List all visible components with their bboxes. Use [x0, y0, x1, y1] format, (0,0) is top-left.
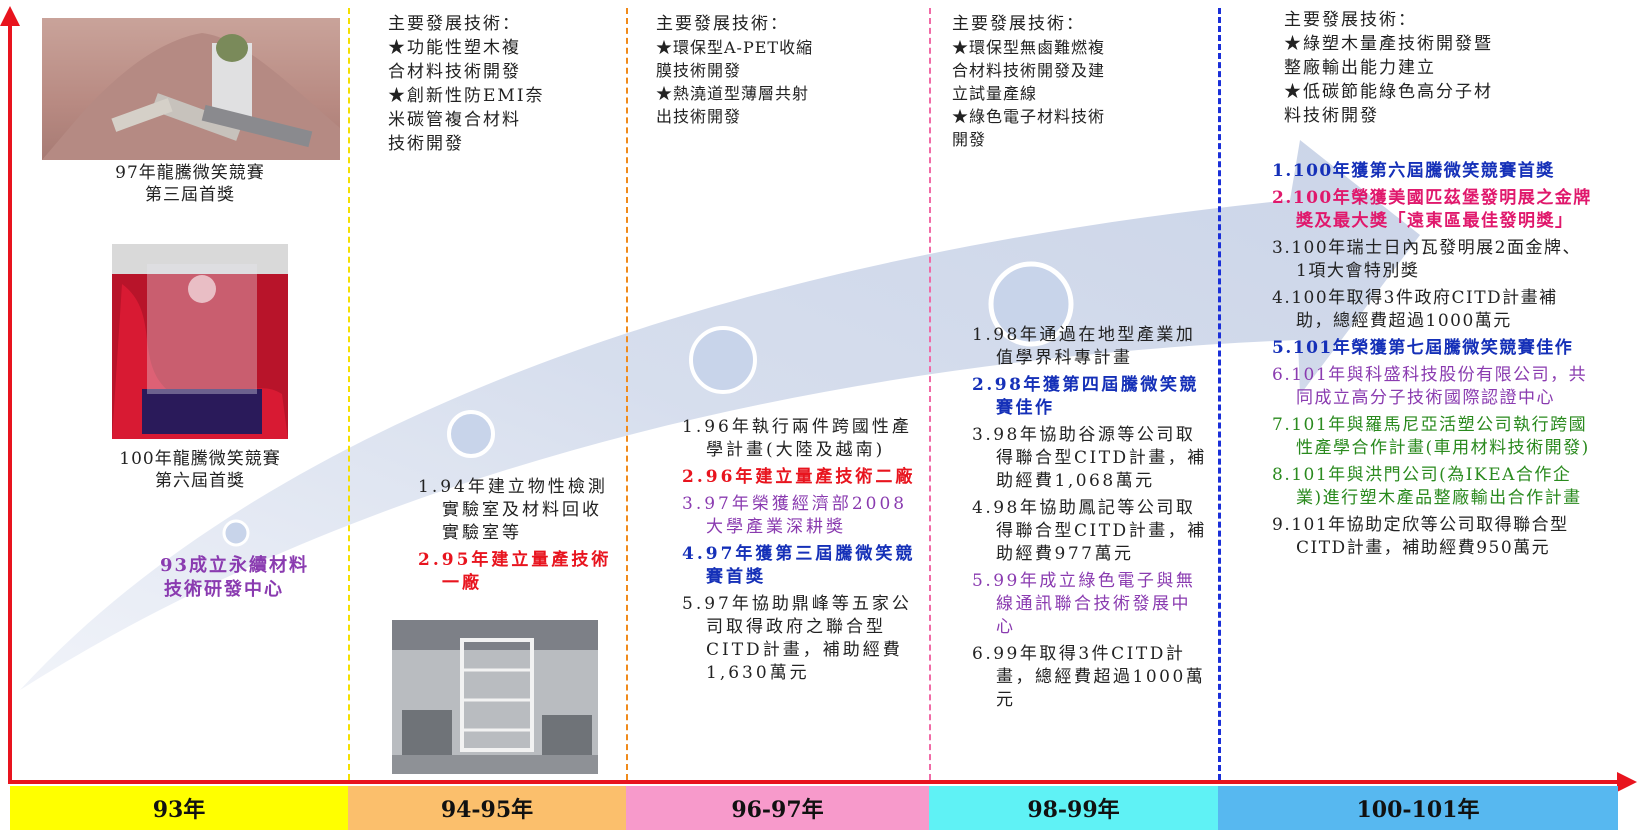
event-item: 2.98年獲第四屆騰微笑競賽佳作: [972, 375, 1199, 418]
arrow-body: [20, 140, 1420, 690]
event-item: 6.101年與科盛科技股份有限公司，共同成立高分子技術國際認證中心: [1272, 365, 1588, 408]
milestone-circle: [447, 410, 495, 458]
tech-line: 膜技術開發: [656, 61, 742, 80]
x-axis-arrowhead: [1617, 772, 1637, 792]
event-93: 93成立永續材料 技術研發中心: [160, 554, 309, 602]
event-item: 2.100年榮獲美國匹茲堡發明展之金牌獎及最大獎「遠東區最佳發明獎」: [1272, 188, 1592, 231]
y-axis-arrowhead: [0, 6, 20, 26]
event-line: 技術研發中心: [164, 579, 284, 600]
y-axis: [8, 22, 12, 782]
period-label: 93年: [152, 797, 206, 823]
tech-line: 合材料技術開發: [388, 62, 521, 82]
event-item: 3.100年瑞士日內瓦發明展2面金牌、1項大會特別獎: [1272, 238, 1581, 281]
period-label: 96-97年: [731, 797, 824, 823]
event-item: 6.99年取得3件CITD計畫，總經費超過1000萬元: [972, 644, 1206, 710]
divider-99-100: [1218, 8, 1221, 780]
event-item: 3.98年協助谷源等公司取得聯合型CITD計畫，補助經費1,068萬元: [972, 425, 1207, 491]
divider-93-94: [348, 8, 350, 780]
tech-line: ★低碳節能綠色高分子材: [1284, 82, 1493, 102]
tech-line: ★環保型A-PET收縮: [656, 38, 814, 57]
event-item: 1.98年通過在地型產業加值學界科專計畫: [972, 325, 1196, 368]
milestone-circle: [222, 519, 250, 547]
tech-title: 主要發展技術：: [952, 14, 1085, 34]
award-photo-100: [112, 244, 288, 439]
event-item: 4.98年協助鳳記等公司取得聯合型CITD計畫，補助經費977萬元: [972, 498, 1207, 564]
tech-line: ★熱澆道型薄層共射: [656, 84, 810, 103]
x-axis: [8, 780, 1620, 784]
award-caption-100: 100年龍騰微笑競賽 第六屆首獎: [80, 448, 320, 492]
events-100-101: 1.100年獲第六屆騰微笑競賽首獎 2.100年榮獲美國匹茲堡發明展之金牌獎及最…: [1272, 160, 1592, 564]
tech-title: 主要發展技術：: [388, 14, 521, 34]
milestone-circle: [689, 326, 757, 394]
divider-95-96: [626, 8, 628, 780]
events-94-95: 1.94年建立物性檢測實驗室及材料回收實驗室等 2.95年建立量產技術一廠: [418, 476, 616, 599]
caption-line: 97年龍騰微笑競賽: [115, 163, 265, 183]
event-item: 5.99年成立綠色電子與無線通訊聯合技術發展中心: [972, 571, 1196, 637]
award-photo-97: [42, 18, 340, 160]
tech-line: ★環保型無鹵難燃複: [952, 38, 1106, 57]
tech-block-98-99: 主要發展技術： ★環保型無鹵難燃複 合材料技術開發及建 立試量產線 ★綠色電子材…: [952, 12, 1214, 151]
tech-line: 技術開發: [388, 134, 464, 154]
event-item: 8.101年與洪門公司(為IKEA合作企業)進行塑木產品整廠輸出合作計畫: [1272, 465, 1582, 508]
event-item: 5.97年協助鼎峰等五家公司取得政府之聯合型CITD計畫，補助經費1,630萬元: [682, 594, 912, 683]
event-item: 3.97年榮獲經濟部2008大學產業深耕獎: [682, 494, 908, 537]
events-96-97: 1.96年執行兩件跨國性產學計畫(大陸及越南) 2.96年建立量產技術二廠 3.…: [682, 416, 924, 689]
event-item: 1.100年獲第六屆騰微笑競賽首獎: [1272, 161, 1555, 181]
tech-block-96-97: 主要發展技術： ★環保型A-PET收縮 膜技術開發 ★熱澆道型薄層共射 出技術開…: [656, 12, 926, 128]
tech-line: 合材料技術開發及建: [952, 61, 1106, 80]
tech-block-94-95: 主要發展技術： ★功能性塑木複 合材料技術開發 ★創新性防EMI奈 米碳管複合材…: [388, 12, 618, 156]
tech-line: ★綠塑木量產技術開發暨: [1284, 34, 1493, 54]
period-98-99: 98-99年: [929, 786, 1218, 830]
award-caption-97: 97年龍騰微笑競賽 第三屆首獎: [60, 162, 320, 206]
caption-line: 第三屆首獎: [145, 185, 235, 205]
event-item: 1.96年執行兩件跨國性產學計畫(大陸及越南): [682, 417, 912, 460]
event-line: 93成立永續材料: [160, 555, 310, 576]
tech-title: 主要發展技術：: [1284, 10, 1417, 30]
caption-line: 第六屆首獎: [155, 471, 245, 491]
tech-line: 出技術開發: [656, 107, 742, 126]
tech-line: ★功能性塑木複: [388, 38, 521, 58]
event-item: 4.97年獲第三屆騰微笑競賽首獎: [682, 544, 916, 587]
tech-line: ★創新性防EMI奈: [388, 86, 545, 106]
tech-line: 米碳管複合材料: [388, 110, 521, 130]
tech-line: 開發: [952, 130, 987, 149]
event-item: 2.95年建立量產技術一廠: [418, 550, 612, 593]
period-label: 100-101年: [1356, 797, 1480, 823]
period-96-97: 96-97年: [626, 786, 929, 830]
event-item: 4.100年取得3件政府CITD計畫補助，總經費超過1000萬元: [1272, 288, 1558, 331]
tech-title: 主要發展技術：: [656, 14, 789, 34]
period-100-101: 100-101年: [1218, 786, 1618, 830]
divider-97-98: [929, 8, 931, 780]
caption-line: 100年龍騰微笑競賽: [119, 449, 281, 469]
period-93: 93年: [10, 786, 348, 830]
period-94-95: 94-95年: [348, 786, 626, 830]
tech-block-100-101: 主要發展技術： ★綠塑木量產技術開發暨 整廠輸出能力建立 ★低碳節能綠色高分子材…: [1284, 8, 1614, 128]
period-label: 98-99年: [1027, 797, 1120, 823]
tech-line: 立試量產線: [952, 84, 1038, 103]
event-item: 1.94年建立物性檢測實驗室及材料回收實驗室等: [418, 477, 608, 543]
event-item: 2.96年建立量產技術二廠: [682, 467, 916, 487]
period-label: 94-95年: [440, 797, 534, 823]
event-item: 5.101年榮獲第七屆騰微笑競賽佳作: [1272, 338, 1574, 358]
event-item: 9.101年協助定欣等公司取得聯合型CITD計畫，補助經費950萬元: [1272, 515, 1569, 558]
tech-line: 整廠輸出能力建立: [1284, 58, 1436, 78]
factory-photo: [392, 620, 598, 774]
events-98-99: 1.98年通過在地型產業加值學界科專計畫 2.98年獲第四屆騰微笑競賽佳作 3.…: [972, 324, 1210, 716]
tech-line: ★綠色電子材料技術: [952, 107, 1106, 126]
event-item: 7.101年與羅馬尼亞活塑公司執行跨國性產學合作計畫(車用材料技術開發): [1272, 415, 1590, 458]
milestone-circle: [988, 261, 1074, 347]
tech-line: 料技術開發: [1284, 106, 1379, 126]
